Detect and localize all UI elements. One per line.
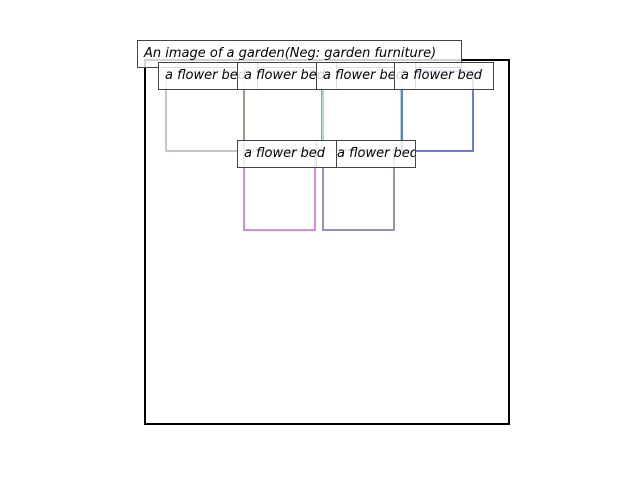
box-label-4: a flower bed xyxy=(394,62,494,90)
box-label-5: a flower bed xyxy=(237,140,337,168)
